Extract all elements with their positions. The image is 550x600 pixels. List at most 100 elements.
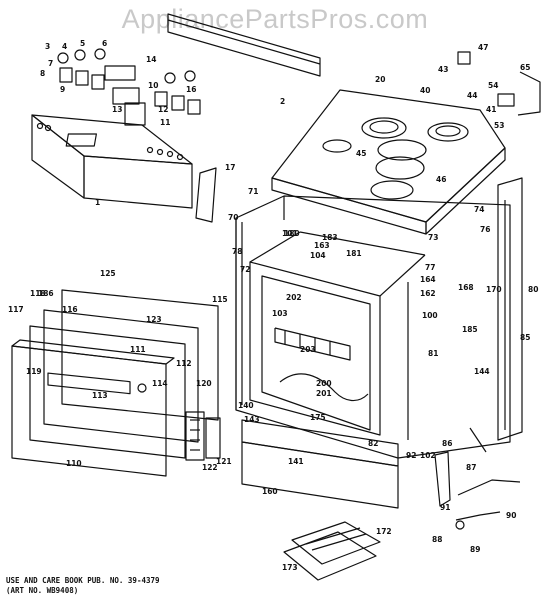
- callout-162: 162: [420, 289, 436, 298]
- callout-4: 4: [62, 42, 67, 51]
- cooktop: [271, 89, 506, 235]
- callout-14: 14: [146, 55, 156, 64]
- callout-9: 9: [60, 85, 65, 94]
- callout-80: 80: [528, 285, 538, 294]
- terminal-block: [457, 51, 471, 65]
- callout-186: 186: [38, 289, 54, 298]
- callout-114: 114: [152, 379, 168, 388]
- callout-111: 111: [130, 345, 146, 354]
- callout-175: 175: [310, 413, 326, 422]
- callout-183: 183: [322, 233, 338, 242]
- callout-116: 116: [62, 305, 78, 314]
- callout-13: 13: [112, 105, 122, 114]
- callout-121: 121: [216, 457, 232, 466]
- callout-113: 113: [92, 391, 108, 400]
- callout-115: 115: [212, 295, 228, 304]
- backsplash-trim: [167, 13, 321, 77]
- callout-90: 90: [506, 511, 516, 520]
- footer-line-1: USE AND CARE BOOK PUB. NO. 39-4379: [6, 576, 160, 585]
- callout-180: 180: [284, 229, 300, 238]
- callout-87: 87: [466, 463, 476, 472]
- callout-6: 6: [102, 39, 107, 48]
- callout-88: 88: [432, 535, 442, 544]
- callout-172: 172: [376, 527, 392, 536]
- callout-16: 16: [186, 85, 196, 94]
- callout-203: 203: [300, 345, 316, 354]
- callout-10: 10: [148, 81, 158, 90]
- callout-122: 122: [202, 463, 218, 472]
- callout-201: 201: [316, 389, 332, 398]
- callout-73: 73: [428, 233, 438, 242]
- callout-45: 45: [356, 149, 366, 158]
- callout-103: 103: [272, 309, 288, 318]
- storage-drawer: [241, 419, 399, 509]
- callout-101: 101: [282, 229, 298, 238]
- callout-20: 20: [375, 75, 385, 84]
- wire-harness: [517, 71, 541, 116]
- callout-2: 2: [280, 97, 285, 106]
- callout-46: 46: [436, 175, 446, 184]
- callout-86: 86: [442, 439, 452, 448]
- callout-92: 92: [406, 451, 416, 460]
- callout-185: 185: [462, 325, 478, 334]
- callout-119: 119: [26, 367, 42, 376]
- control-panel: [31, 114, 193, 209]
- callout-170: 170: [486, 285, 502, 294]
- callout-44: 44: [467, 91, 477, 100]
- callout-160: 160: [262, 487, 278, 496]
- callout-12: 12: [158, 105, 168, 114]
- callout-5: 5: [80, 39, 85, 48]
- callout-70: 70: [228, 213, 238, 222]
- callout-71: 71: [248, 187, 258, 196]
- callout-120: 120: [196, 379, 212, 388]
- side-panel: [497, 177, 523, 441]
- callout-181: 181: [346, 249, 362, 258]
- callout-168: 168: [458, 283, 474, 292]
- callout-72: 72: [240, 265, 250, 274]
- callout-47: 47: [478, 43, 488, 52]
- callout-102: 102: [420, 451, 436, 460]
- callout-3: 3: [45, 42, 50, 51]
- callout-118: 118: [30, 289, 46, 298]
- callout-100: 100: [422, 311, 438, 320]
- callout-123: 123: [146, 315, 162, 324]
- callout-91: 91: [440, 503, 450, 512]
- callout-41: 41: [486, 105, 496, 114]
- callout-65: 65: [520, 63, 530, 72]
- callout-74: 74: [474, 205, 484, 214]
- hinge-arm: [434, 427, 521, 530]
- callout-110: 110: [66, 459, 82, 468]
- callout-78: 78: [232, 247, 242, 256]
- callout-202: 202: [286, 293, 302, 302]
- callout-200: 200: [316, 379, 332, 388]
- callout-81: 81: [428, 349, 438, 358]
- callout-54: 54: [488, 81, 498, 90]
- callout-8: 8: [40, 69, 45, 78]
- callout-76: 76: [480, 225, 490, 234]
- callout-144: 144: [474, 367, 490, 376]
- control-knobs: [57, 48, 201, 126]
- callout-17: 17: [225, 163, 235, 172]
- callout-163: 163: [314, 241, 330, 250]
- callout-140: 140: [238, 401, 254, 410]
- callout-141: 141: [288, 457, 304, 466]
- callout-1: 1: [95, 198, 100, 207]
- callout-53: 53: [494, 121, 504, 130]
- door-hinges: [185, 411, 221, 461]
- footer-line-2: (ART NO. WB9408): [6, 586, 79, 595]
- oven-body: [235, 195, 511, 459]
- callout-11: 11: [160, 118, 170, 127]
- callout-125: 125: [100, 269, 116, 278]
- callout-164: 164: [420, 275, 436, 284]
- callout-173: 173: [282, 563, 298, 572]
- callout-7: 7: [48, 59, 53, 68]
- callout-143: 143: [244, 415, 260, 424]
- callout-77: 77: [425, 263, 435, 272]
- callout-89: 89: [470, 545, 480, 554]
- callout-82: 82: [368, 439, 378, 448]
- callout-112: 112: [176, 359, 192, 368]
- callout-43: 43: [438, 65, 448, 74]
- callout-117: 117: [8, 305, 24, 314]
